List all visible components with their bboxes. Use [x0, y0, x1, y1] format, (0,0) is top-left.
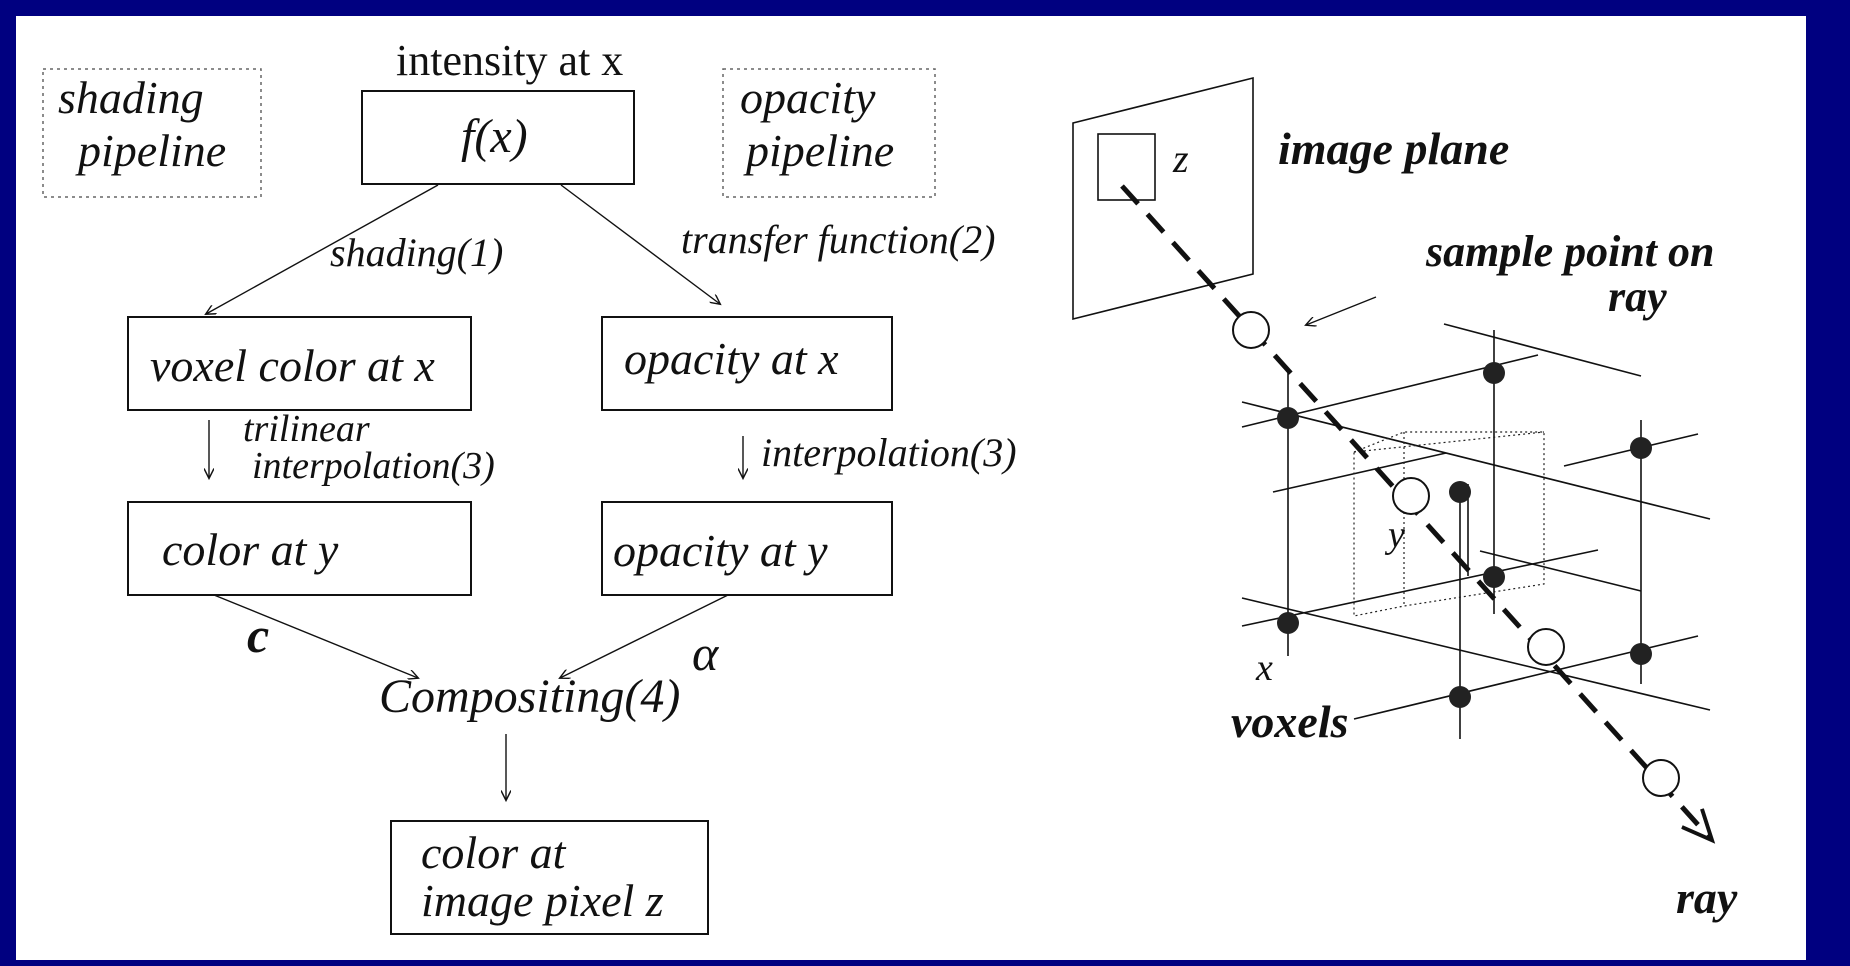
ray-label: ray	[1676, 872, 1738, 923]
z-label: z	[1172, 136, 1189, 181]
opacity-pipeline-frame	[722, 68, 936, 198]
y-label: y	[1384, 514, 1405, 556]
compositing-label: Compositing(4)	[379, 670, 680, 723]
opacity-x-label: opacity at x	[624, 333, 839, 384]
shading-arrow	[206, 184, 439, 314]
sample-point-arrow	[1306, 296, 1377, 325]
opacity-y-box	[601, 501, 893, 596]
voxel-points	[1277, 362, 1652, 708]
color-y-label: color at y	[162, 524, 339, 575]
shading-edge-label: shading(1)	[330, 230, 503, 275]
x-label: x	[1255, 647, 1273, 689]
fx-box	[361, 90, 635, 185]
ray-voxel-diagram: z image plane	[1072, 76, 1738, 923]
voxel-color-label: voxel color at x	[150, 340, 435, 391]
alpha-label: α	[692, 625, 720, 681]
c-label: c	[247, 607, 269, 663]
opacity-to-compositing-arrow	[560, 594, 729, 678]
fx-label: f(x)	[461, 110, 528, 163]
opacity-y-label: opacity at y	[613, 525, 828, 576]
voxels-label: voxels	[1231, 696, 1349, 747]
image-plane	[1072, 76, 1254, 321]
image-plane-label: image plane	[1278, 123, 1509, 174]
opacity-x-box	[601, 316, 893, 411]
color-to-compositing-arrow	[213, 594, 418, 678]
color-y-box	[127, 501, 472, 596]
output-box	[390, 820, 709, 935]
image-pixel-z	[1097, 133, 1156, 201]
transfer-edge-label: transfer function(2)	[681, 217, 995, 262]
transfer-arrow	[560, 184, 720, 304]
voxel-grid	[1241, 323, 1711, 739]
sample-points	[1232, 311, 1680, 797]
intensity-label: intensity at x	[396, 36, 623, 85]
shading-pipeline-frame	[42, 68, 262, 198]
voxel-color-box	[127, 316, 472, 411]
interpolation-edge-label: interpolation(3)	[761, 430, 1017, 475]
